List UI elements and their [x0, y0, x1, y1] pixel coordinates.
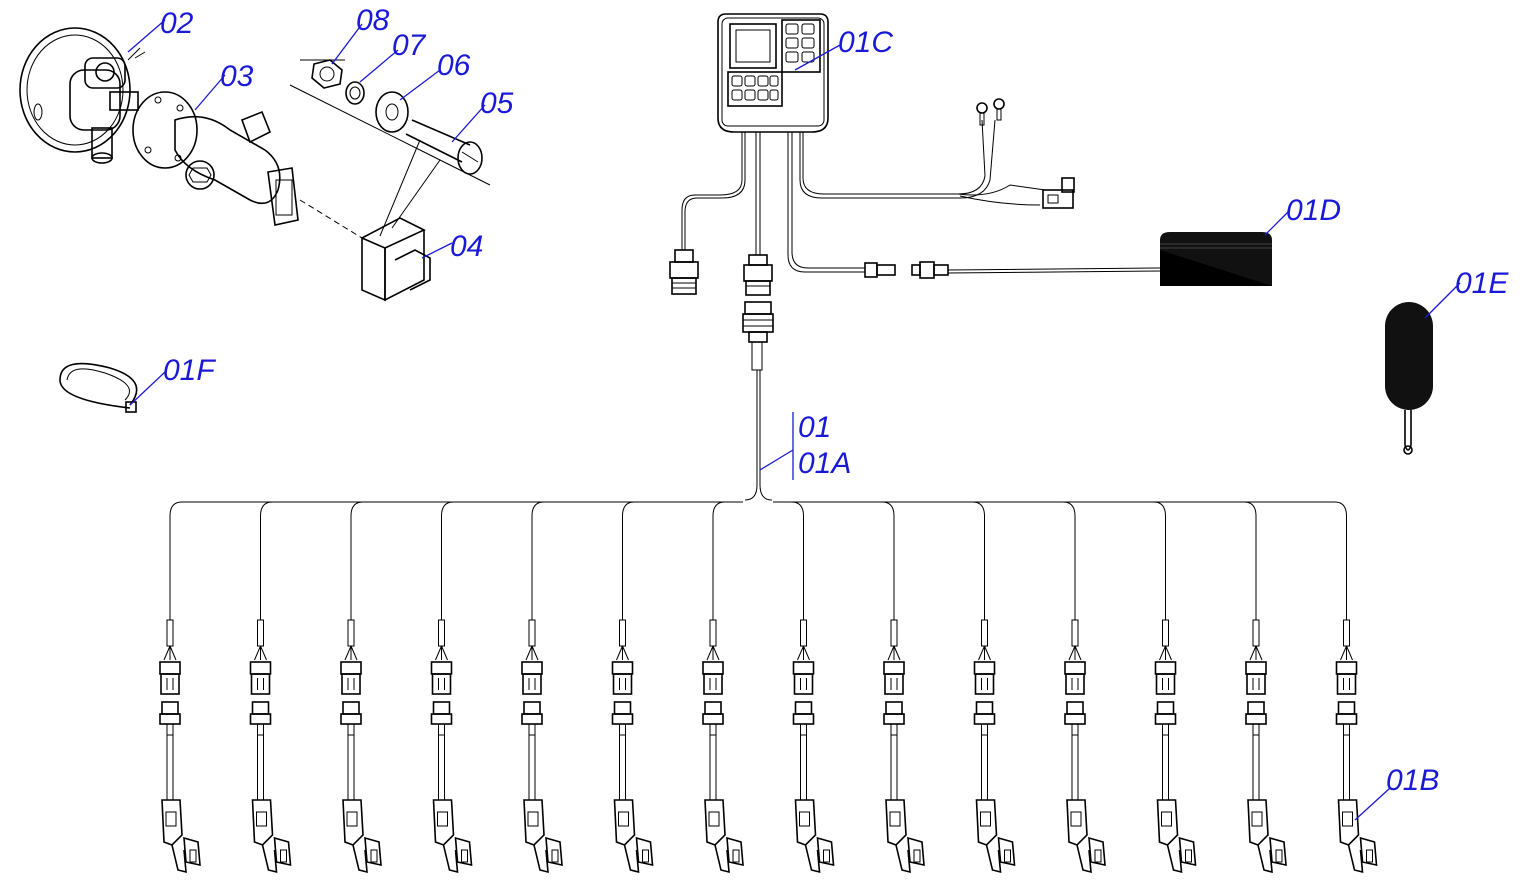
sensor-branch [1334, 501, 1378, 874]
sensor-branch [249, 501, 292, 874]
sensor-branch [972, 501, 1016, 874]
label-01C: 01C [838, 26, 893, 59]
round-connector-left [669, 249, 699, 295]
round-connector-center [742, 254, 774, 371]
sensor-branch [611, 501, 654, 874]
label-06: 06 [437, 49, 471, 82]
label-04: 04 [450, 230, 483, 263]
sensor-branch [702, 501, 744, 874]
sensor-branch [1062, 501, 1106, 874]
sensor-branches-01B [159, 501, 1378, 874]
flat-washer-06 [375, 91, 409, 133]
label-01B: 01B [1386, 764, 1439, 797]
label-01E: 01E [1455, 267, 1509, 300]
trunk-cable-01 [744, 370, 773, 501]
nut-08 [311, 59, 343, 89]
bolt-05 [405, 119, 483, 175]
label-02: 02 [160, 7, 194, 40]
callouts: 02 03 04 05 06 07 08 01C 01D 01E 01F 01 … [127, 4, 1509, 821]
ring-terminals [976, 98, 1005, 126]
sensor-branch [159, 501, 201, 874]
label-01F: 01F [163, 354, 216, 387]
sensor-branch [430, 501, 473, 874]
label-01D: 01D [1286, 194, 1341, 227]
suction-cup-mount-02 [19, 27, 146, 164]
monitor-cables [681, 119, 1161, 274]
ball-joint-arm-03 [132, 91, 299, 226]
sensor-branch [1243, 501, 1287, 874]
sensor-branch [521, 501, 563, 874]
holder-bracket-04 [299, 139, 441, 302]
power-plug [1042, 177, 1075, 209]
sensor-branch [340, 501, 382, 874]
inline-connector-pair [864, 261, 949, 279]
label-03: 03 [220, 60, 254, 93]
sensor-branch [791, 501, 835, 874]
label-01A: 01A [798, 447, 851, 480]
mounting-plate-outline [289, 59, 491, 186]
label-05: 05 [480, 87, 514, 120]
monitor-unit-01C [717, 13, 829, 133]
label-01: 01 [798, 411, 831, 444]
sensor-branch [1153, 501, 1197, 874]
cleaning-brush-01E [1385, 302, 1433, 455]
lock-washer-07 [345, 81, 365, 105]
cable-tie-01F [59, 362, 138, 413]
sensor-branch [881, 501, 925, 874]
control-box-01D [1160, 232, 1272, 286]
label-08: 08 [356, 4, 390, 37]
label-07: 07 [392, 29, 427, 62]
